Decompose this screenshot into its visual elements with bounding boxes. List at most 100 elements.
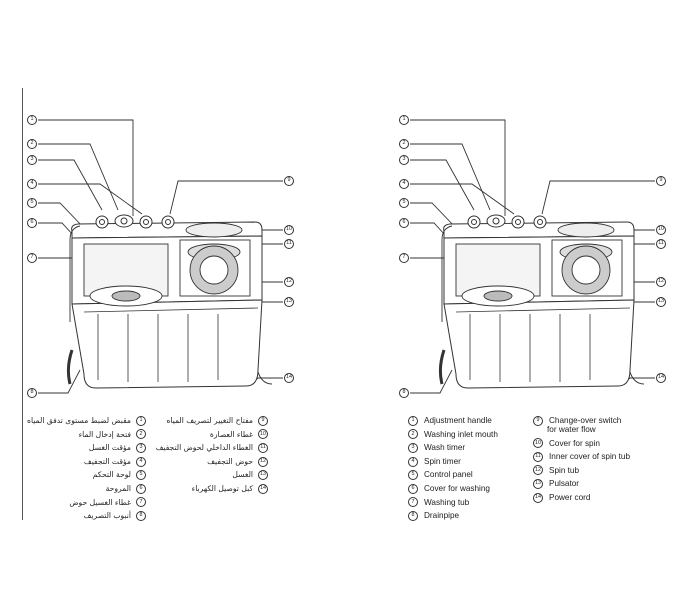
left-callout-13: 13 xyxy=(284,297,294,307)
right-callout-6: 6 xyxy=(399,218,409,228)
legend-item-12: 12 Spin tub xyxy=(533,464,579,478)
legend-number-badge: 8 xyxy=(136,510,146,521)
legend-number-badge: 4 xyxy=(408,456,418,467)
legend-label: مقبض لضبط مستوى تدفق المياه xyxy=(26,416,131,425)
left-callout-14: 14 xyxy=(284,373,294,383)
left-callout-10: 10 xyxy=(284,225,294,235)
legend-label: Drainpipe xyxy=(424,511,460,521)
legend-label: كبل توصيل الكهرباء xyxy=(191,484,253,493)
legend-label: Wash timer xyxy=(424,443,466,453)
legend-item-13: 13 Pulsator xyxy=(533,477,579,491)
leader-2 xyxy=(38,143,119,211)
legend-number-badge: 6 xyxy=(136,483,146,494)
legend-item-3: 3 Wash timer xyxy=(408,441,465,455)
legend-number-badge: 11 xyxy=(258,442,268,453)
left-callout-8: 8 xyxy=(27,388,37,398)
left-callout-1: 1 xyxy=(27,115,37,125)
legend-number-badge: 3 xyxy=(136,442,146,453)
legend-number-badge: 2 xyxy=(408,429,418,440)
legend-number-badge: 9 xyxy=(258,415,268,426)
left-callout-4: 4 xyxy=(27,179,37,189)
legend-number-badge: 12 xyxy=(533,465,543,476)
legend-item-6: 6 Cover for washing xyxy=(408,482,490,496)
legend-number-badge: 12 xyxy=(258,456,268,467)
leader-8 xyxy=(38,369,81,394)
legend-label: Spin timer xyxy=(424,456,461,466)
legend-label: أنبوب التصريف xyxy=(83,511,131,521)
right-callout-12: 12 xyxy=(656,277,666,287)
legend-label: مؤقت الغسل xyxy=(88,443,131,453)
right-callout-4: 4 xyxy=(399,179,409,189)
legend-number-badge: 5 xyxy=(408,470,418,481)
right-callout-11: 11 xyxy=(656,239,666,249)
right-callout-9: 9 xyxy=(656,176,666,186)
drain-pipe xyxy=(66,349,74,385)
legend-item-7: 7 غطاء الغسيل حوض xyxy=(30,496,146,510)
legend-item-1: 1 Adjustment handle xyxy=(408,414,492,428)
legend-number-badge: 1 xyxy=(408,415,418,426)
right-callout-5: 5 xyxy=(399,198,409,208)
legend-number-badge: 10 xyxy=(533,438,543,449)
legend-label: غطاء العصارة xyxy=(209,429,253,439)
legend-number-badge: 13 xyxy=(533,479,543,490)
left-callout-6: 6 xyxy=(27,218,37,228)
legend-label: Cover for washing xyxy=(424,484,490,493)
leader-5 xyxy=(38,202,85,229)
legend-label: الغسل xyxy=(232,470,253,480)
left-callout-5: 5 xyxy=(27,198,37,208)
legend-item-3: 3 مؤقت الغسل xyxy=(30,441,146,455)
legend-item-10: 10 Cover for spin xyxy=(533,437,600,451)
legend-number-badge: 10 xyxy=(258,429,268,440)
left-callout-7: 7 xyxy=(27,253,37,263)
leader-3 xyxy=(38,159,103,211)
legend-number-badge: 3 xyxy=(408,442,418,453)
power-cord xyxy=(257,371,273,385)
legend-item-5: 5 Control panel xyxy=(408,468,473,482)
page-margin-rule xyxy=(22,88,23,520)
legend-label: غطاء الغسيل حوض xyxy=(69,497,131,507)
legend-label: Cover for spin xyxy=(549,438,600,448)
left-callout-2: 2 xyxy=(27,139,37,149)
left-callout-3: 3 xyxy=(27,155,37,165)
legend-number-badge: 4 xyxy=(136,456,146,467)
legend-label: Washing tub xyxy=(424,497,470,507)
right-callout-13: 13 xyxy=(656,297,666,307)
legend-number-badge: 1 xyxy=(136,415,146,426)
spin-cover xyxy=(185,222,243,238)
legend-number-badge: 7 xyxy=(408,497,418,508)
legend-item-9-line2: for water flow xyxy=(547,425,596,434)
cabinet-base xyxy=(71,299,263,389)
legend-label: Power cord xyxy=(549,492,591,502)
right-callout-7: 7 xyxy=(399,253,409,263)
legend-label: Adjustment handle xyxy=(424,416,492,425)
right-callout-8: 8 xyxy=(399,388,409,398)
right-callout-14: 14 xyxy=(656,373,666,383)
legend-label: Pulsator xyxy=(549,479,580,489)
legend-number-badge: 7 xyxy=(136,497,146,508)
right-callout-2: 2 xyxy=(399,139,409,149)
legend-item-7: 7 Washing tub xyxy=(408,496,469,510)
legend-label: Control panel xyxy=(424,470,473,480)
leader-1 xyxy=(38,119,134,216)
legend-label: Spin tub xyxy=(549,465,580,475)
left-callout-11: 11 xyxy=(284,239,294,249)
legend-number-badge: 6 xyxy=(408,483,418,494)
leader-4 xyxy=(38,183,143,215)
right-callout-1: 1 xyxy=(399,115,409,125)
leader-9 xyxy=(169,180,283,215)
